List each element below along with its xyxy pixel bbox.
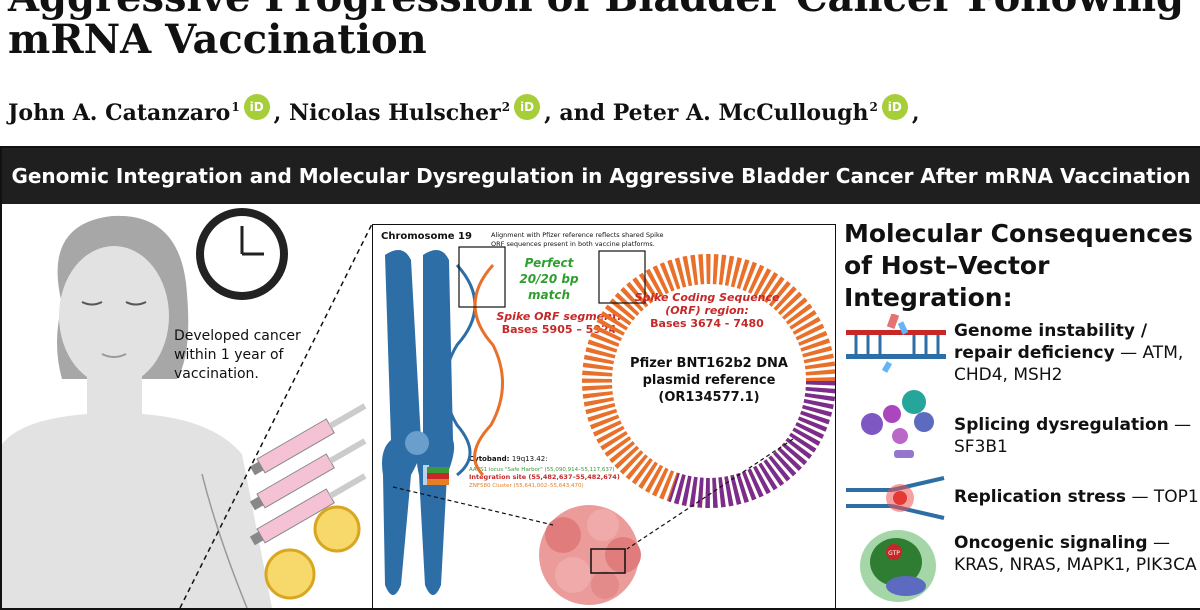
syringe-icon xyxy=(249,438,367,511)
patient-illustration: Developed cancer within 1 year of vaccin… xyxy=(2,208,372,608)
tumor-cluster-icon xyxy=(539,505,641,605)
consequence-bold: Genome instability / repair deficiency xyxy=(954,321,1148,363)
consequences-title-line-2: of Host–Vector Integration: xyxy=(844,251,1050,312)
eyes-shape xyxy=(81,301,147,306)
consequence-icons: GTP xyxy=(846,314,946,602)
consequences-title: Molecular Consequences of Host–Vector In… xyxy=(844,218,1200,314)
match-line-3: match xyxy=(528,288,570,302)
band-label-integration: Integration site (55,482,637–55,482,674) xyxy=(469,473,620,481)
integration-diagram: Chromosome 19 Alignment with Pfizer refe… xyxy=(381,231,836,605)
chromosome-label: Chromosome 19 xyxy=(381,231,472,242)
paper-title-line-1: Aggressive Progression of Bladder Cancer… xyxy=(8,0,1184,21)
plasmid-line-1: Pfizer BNT162b2 DNA xyxy=(630,356,788,371)
spike-segment-line-1: Spike ORF segment: xyxy=(496,310,621,323)
clock-icon xyxy=(196,208,288,300)
author-conjunction: and xyxy=(559,100,606,126)
spike-segment-line-2: Bases 5905 – 5924 xyxy=(502,323,617,336)
match-line-1: Perfect xyxy=(525,256,575,270)
consequence-replication-stress: Replication stress — TOP1 xyxy=(954,486,1199,508)
author-trailing-comma: , xyxy=(911,100,920,126)
patient-note-line-2: within 1 year of xyxy=(174,347,285,363)
chromosome-icon xyxy=(382,250,455,595)
orcid-icon[interactable]: iD xyxy=(881,94,908,120)
consequence-oncogenic-signaling: Oncogenic signaling — KRAS, NRAS, MAPK1,… xyxy=(954,532,1199,576)
torso-outline xyxy=(201,473,248,608)
dna-break-icon xyxy=(846,314,946,373)
cytoband-label: Cytoband: 19q13.42: xyxy=(469,455,548,463)
plasmid-zoom-box xyxy=(598,250,646,304)
face-shape xyxy=(59,246,169,386)
consequence-bold: Splicing dysregulation xyxy=(954,415,1169,435)
tumor-zoom-box xyxy=(590,548,626,574)
replication-fork-icon xyxy=(846,476,945,520)
plasmid-line-3: (OR134577.1) xyxy=(658,390,759,405)
plasmid-line-2: plasmid reference xyxy=(643,373,776,388)
nanoparticle-icon xyxy=(313,505,361,553)
spliceosome-icon xyxy=(861,390,934,458)
consequence-splicing: Splicing dysregulation — SF3B1 xyxy=(954,414,1199,458)
ras-protein-icon: GTP xyxy=(860,530,936,602)
author-affiliation: 2 xyxy=(869,100,878,114)
leader-line xyxy=(392,486,554,526)
orcid-icon[interactable]: iD xyxy=(243,94,270,120)
spike-coding-line-3: Bases 3674 - 7480 xyxy=(650,317,764,330)
alignment-note-line-2: ORF sequences present in both vaccine pl… xyxy=(491,240,655,248)
author-name: Nicolas Hulscher xyxy=(289,100,501,126)
author-separator: , xyxy=(273,100,289,126)
consequence-genes: — ATM, CHD4, MSH2 xyxy=(954,343,1184,385)
alignment-note-line-1: Alignment with Pfizer reference reflects… xyxy=(491,231,664,239)
syringe-icon xyxy=(249,403,367,476)
match-line-2: 20/20 bp xyxy=(519,272,579,286)
consequences-title-line-1: Molecular Consequences xyxy=(844,219,1193,248)
band-label-znf580: ZNF580 Cluster (55,641,002–55,643,470) xyxy=(469,483,584,489)
torso-shape xyxy=(2,414,272,608)
band-integration xyxy=(427,473,449,479)
spike-coding-line-2: (ORF) region: xyxy=(665,304,749,317)
author-affiliation: 1 xyxy=(231,100,240,114)
leader-line xyxy=(626,438,794,550)
consequence-bold: Replication stress xyxy=(954,487,1127,507)
consequence-genome-instability: Genome instability / repair deficiency —… xyxy=(954,320,1199,386)
consequence-genes: — SF3B1 xyxy=(954,415,1192,457)
band-znf580 xyxy=(427,479,449,485)
author-name: Peter A. McCullough xyxy=(612,100,869,126)
consequence-genes: — KRAS, NRAS, MAPK1, PIK3CA xyxy=(954,533,1197,575)
author-separator: , xyxy=(544,100,560,126)
band-label-aavs1: AAVS1 locus "Safe Harbor" (55,090,914–55… xyxy=(469,467,615,473)
plasmid-ring-icon xyxy=(582,254,836,508)
author-affiliation: 2 xyxy=(501,100,511,114)
consequence-bold: Oncogenic signaling xyxy=(954,533,1148,553)
consequence-genes: — TOP1 xyxy=(1126,487,1199,507)
orcid-icon[interactable]: iD xyxy=(514,94,541,120)
spike-coding-line-1: Spike Coding Sequence xyxy=(635,291,780,304)
gtp-label: GTP xyxy=(888,550,900,557)
dna-helix-icon xyxy=(443,263,504,477)
figure-banner-title: Genomic Integration and Molecular Dysreg… xyxy=(2,148,1200,204)
nanoparticle-icon xyxy=(264,548,316,600)
patient-note-line-3: vaccination. xyxy=(174,366,259,382)
graphical-abstract: Genomic Integration and Molecular Dysreg… xyxy=(0,146,1200,610)
mouth-shape xyxy=(101,353,127,358)
helix-zoom-box xyxy=(458,246,506,308)
patient-note-line-1: Developed cancer xyxy=(174,328,301,344)
band-aavs1 xyxy=(427,467,449,473)
author-name: John A. Catanzaro xyxy=(8,100,231,126)
integration-inset: Chromosome 19 Alignment with Pfizer refe… xyxy=(372,224,836,608)
syringe-icon xyxy=(249,473,367,546)
paper-title-line-2: mRNA Vaccination xyxy=(8,16,427,63)
